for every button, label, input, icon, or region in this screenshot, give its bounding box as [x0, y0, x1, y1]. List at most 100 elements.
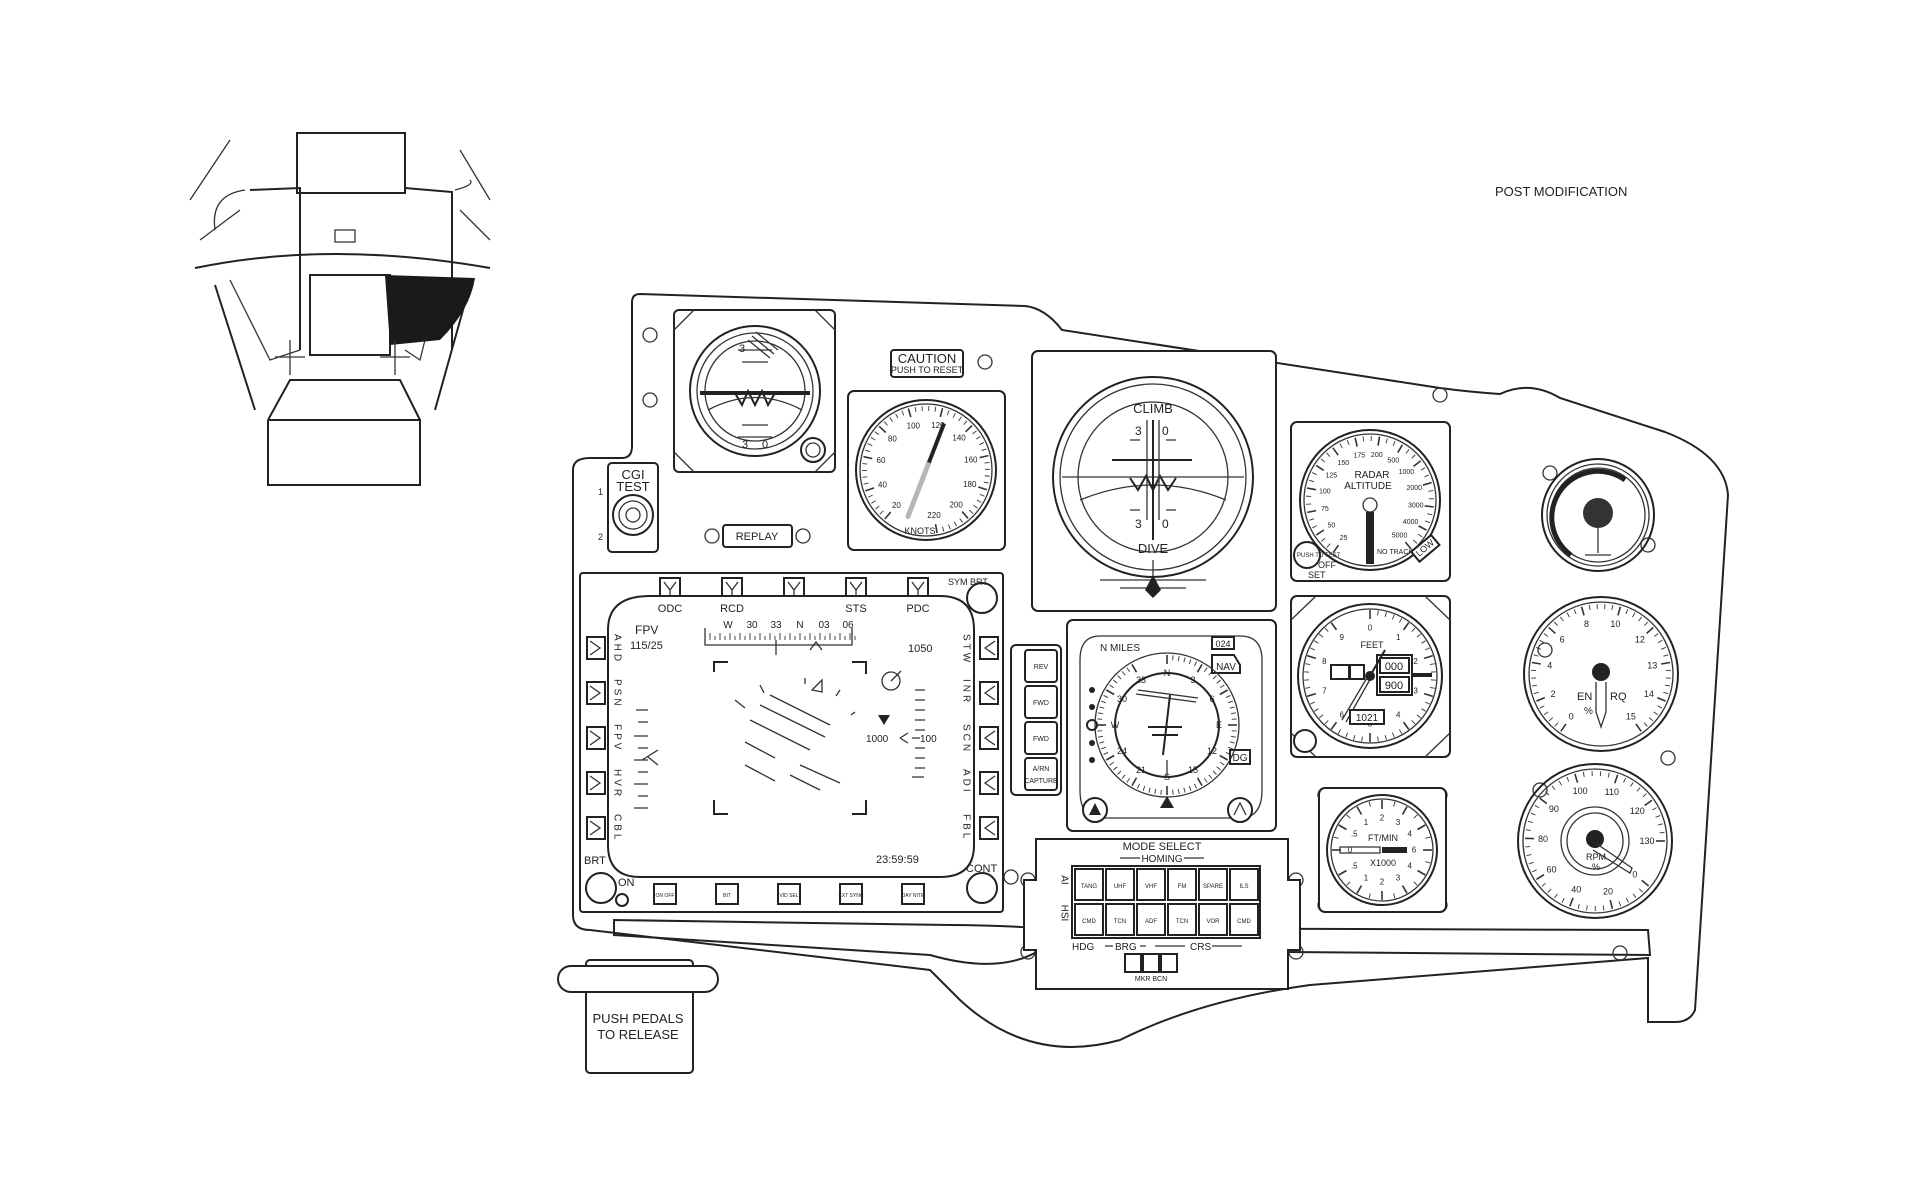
- mode-select-button[interactable]: ADF: [1136, 903, 1166, 936]
- mfd-right-button[interactable]: FBL: [961, 814, 999, 841]
- low-light[interactable]: [1409, 533, 1441, 564]
- dial-tick: [862, 476, 868, 478]
- dial-tick: [1356, 806, 1363, 815]
- dial-tick: [1630, 782, 1634, 787]
- mfd-right-button[interactable]: INR: [961, 679, 999, 705]
- mode-select-button[interactable]: UHF: [1105, 868, 1135, 901]
- power-indicator[interactable]: [615, 893, 629, 907]
- no-track-flag: NO TRACK: [1377, 549, 1413, 556]
- brt-knob[interactable]: [585, 872, 617, 904]
- off-label: OFF: [1318, 560, 1336, 570]
- button-frame: [1198, 868, 1228, 901]
- baro-knob[interactable]: [1293, 729, 1317, 753]
- marker-beacon-light[interactable]: [1124, 953, 1142, 973]
- mfd-bottom-button[interactable]: BIT: [715, 883, 739, 905]
- replay-button[interactable]: REPLAY: [722, 524, 793, 548]
- mode-select-button[interactable]: FM: [1167, 868, 1197, 901]
- button-frame: [777, 883, 801, 905]
- mode-select-button[interactable]: ILS: [1229, 868, 1259, 901]
- mfd-left-button[interactable]: FPV: [586, 724, 623, 752]
- dial-tick: [1418, 525, 1427, 531]
- dial-tick: [1183, 657, 1186, 663]
- sym-brt-knob[interactable]: [966, 582, 998, 614]
- dial-scale-label: 80: [1538, 834, 1548, 844]
- heading-set-knob[interactable]: [1227, 797, 1253, 823]
- mode-select-button[interactable]: VOR: [1198, 903, 1228, 936]
- hsi-mode-button[interactable]: FWD: [1024, 721, 1058, 755]
- dial-scale-label: 4000: [1403, 519, 1419, 526]
- hsi-mode-button[interactable]: REV: [1024, 649, 1058, 683]
- hsi-mode-button[interactable]: FWD: [1024, 685, 1058, 719]
- mode-select-button[interactable]: SPARE: [1198, 868, 1228, 901]
- mfd-bottom-button[interactable]: DAY NITE: [901, 883, 925, 905]
- cgi-test-switch[interactable]: CGI TEST 1 2: [598, 462, 659, 553]
- heading-tape-label: 06: [842, 620, 854, 631]
- mfd-right-button-label: STW: [961, 634, 972, 665]
- mfd-bottom-button[interactable]: ON OFF: [653, 883, 677, 905]
- engine-label-right: RQ: [1610, 691, 1627, 703]
- hsi-mode-button-label: FWD: [1033, 736, 1049, 743]
- marker-beacon-light[interactable]: [1160, 953, 1178, 973]
- adi-adjust-knob[interactable]: [800, 437, 826, 463]
- dial-tick: [1659, 831, 1665, 834]
- mfd-top-button[interactable]: ODC: [658, 577, 683, 615]
- dial-tick: [1539, 797, 1548, 805]
- dial-tick: [1618, 901, 1622, 907]
- dial-scale-label: .5: [1351, 830, 1358, 839]
- mfd-top-button[interactable]: PDC: [906, 577, 930, 615]
- pedal-release-handle[interactable]: PUSH PEDALS TO RELEASE: [557, 959, 719, 1074]
- dial-tick: [952, 412, 956, 418]
- mfd-top-button[interactable]: STS: [845, 577, 867, 615]
- dial-tick: [871, 500, 876, 504]
- mode-select-button[interactable]: CMD: [1074, 903, 1104, 936]
- dial-tick: [1539, 639, 1545, 644]
- dial-scale-label: 180: [963, 480, 977, 489]
- mode-select-button[interactable]: VHF: [1136, 868, 1166, 901]
- mfd-top-button[interactable]: [783, 577, 805, 597]
- mode-select-button[interactable]: TCN: [1167, 903, 1197, 936]
- dial-tick: [1613, 774, 1619, 784]
- dial-tick: [1377, 736, 1379, 742]
- screw-icon: [1432, 387, 1448, 403]
- marker-beacon-light[interactable]: [1142, 953, 1160, 973]
- caution-button[interactable]: CAUTION PUSH TO RESET: [890, 349, 964, 378]
- dial-scale-label: 200: [949, 500, 963, 509]
- dial-tick: [1227, 746, 1233, 750]
- dial-tick: [1208, 671, 1213, 676]
- mode-select-button[interactable]: TCN: [1105, 903, 1135, 936]
- dial-tick: [1126, 777, 1131, 783]
- mfd-right-button[interactable]: SCN: [961, 724, 999, 754]
- dial-tick: [1638, 888, 1643, 893]
- dial-tick: [1560, 616, 1564, 622]
- mfd-right-button[interactable]: ADI: [961, 769, 999, 795]
- mfd-left-button[interactable]: PSN: [586, 679, 623, 709]
- dial-tick: [867, 443, 873, 447]
- dial-scale-label: 90: [1549, 804, 1559, 814]
- dial-tick: [1566, 776, 1570, 782]
- mfd-bottom-button[interactable]: VID SEL: [777, 883, 801, 905]
- dial-tick: [939, 407, 944, 418]
- screw-icon: [1003, 869, 1019, 885]
- mfd-left-button[interactable]: CBL: [586, 814, 623, 842]
- mfd-top-button[interactable]: RCD: [720, 577, 744, 615]
- mfd-left-button[interactable]: HVR: [586, 769, 623, 799]
- mfd-bottom-button[interactable]: EXT SYNC: [839, 883, 864, 905]
- cont-knob[interactable]: [966, 872, 998, 904]
- adi-pitch-mark: 3: [742, 439, 748, 451]
- caution-sublabel: PUSH TO RESET: [891, 365, 964, 375]
- mfd-right-button[interactable]: STW: [961, 634, 999, 665]
- mfd-left-button[interactable]: AHD: [586, 634, 623, 664]
- push-to-test-knob[interactable]: [1293, 541, 1321, 569]
- dial-scale-label: N: [1164, 668, 1171, 678]
- dial-tick: [907, 408, 912, 418]
- dial-tick: [1230, 712, 1237, 715]
- mode-select-button[interactable]: TANG: [1074, 868, 1104, 901]
- dial-tick: [1225, 695, 1231, 698]
- chevron-right-icon: [589, 640, 602, 656]
- dial-scale-label: 50: [1328, 522, 1336, 529]
- heading-tape-label: W: [723, 620, 733, 631]
- dial-tick: [1425, 701, 1430, 705]
- dial-scale-label: 220: [927, 511, 941, 520]
- mode-select-button[interactable]: CMD: [1229, 903, 1259, 936]
